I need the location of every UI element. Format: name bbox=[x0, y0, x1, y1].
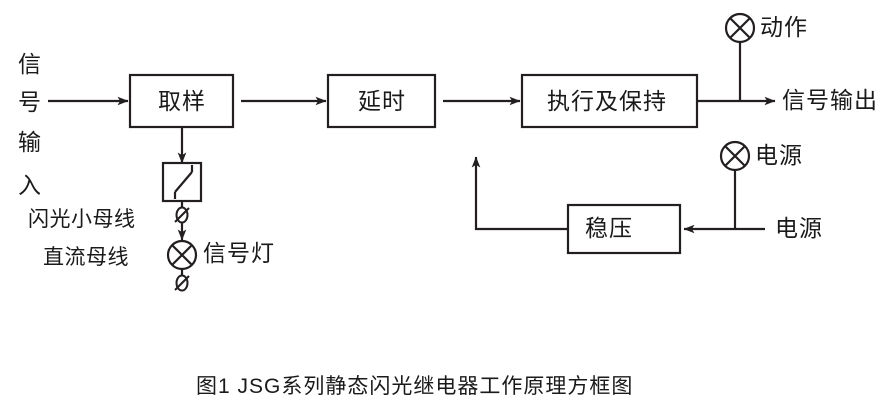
block-delay bbox=[326, 73, 437, 129]
feedback-line-regulator-to-execute bbox=[471, 156, 568, 231]
signal-lamp-icon bbox=[166, 239, 198, 271]
label-power-lamp: 电源 bbox=[755, 142, 803, 168]
terminal-icon-lower bbox=[174, 274, 190, 292]
block-label-regulator: 稳压 bbox=[585, 215, 633, 241]
action-lamp-icon bbox=[724, 12, 756, 44]
label-signal-output: 信号输出 bbox=[782, 87, 878, 113]
label-action-lamp: 动作 bbox=[760, 14, 808, 40]
input-label-char-2: 号 bbox=[18, 89, 41, 115]
label-dc-bus: 直流母线 bbox=[43, 246, 129, 269]
block-label-sampling: 取样 bbox=[158, 88, 206, 114]
input-label-char-1: 信 bbox=[18, 51, 41, 77]
input-label-char-4: 入 bbox=[18, 172, 41, 198]
power-lamp-icon bbox=[719, 140, 751, 172]
relay-contact-blade bbox=[174, 171, 193, 193]
block-regulator bbox=[566, 203, 682, 255]
label-flash-bus: 闪光小母线 bbox=[28, 208, 136, 231]
input-label-char-3: 输 bbox=[18, 129, 41, 155]
label-signal-lamp: 信号灯 bbox=[203, 240, 275, 266]
label-power-source: 电源 bbox=[775, 215, 823, 241]
terminal-icon-upper bbox=[174, 206, 190, 224]
block-label-execute-hold: 执行及保持 bbox=[547, 88, 667, 114]
block-label-delay: 延时 bbox=[358, 88, 406, 114]
figure-caption: 图1 JSG系列静态闪光继电器工作原理方框图 bbox=[196, 375, 634, 398]
block-sampling bbox=[128, 73, 235, 129]
block-execute-hold bbox=[520, 73, 699, 129]
relay-contact-icon bbox=[161, 161, 203, 203]
